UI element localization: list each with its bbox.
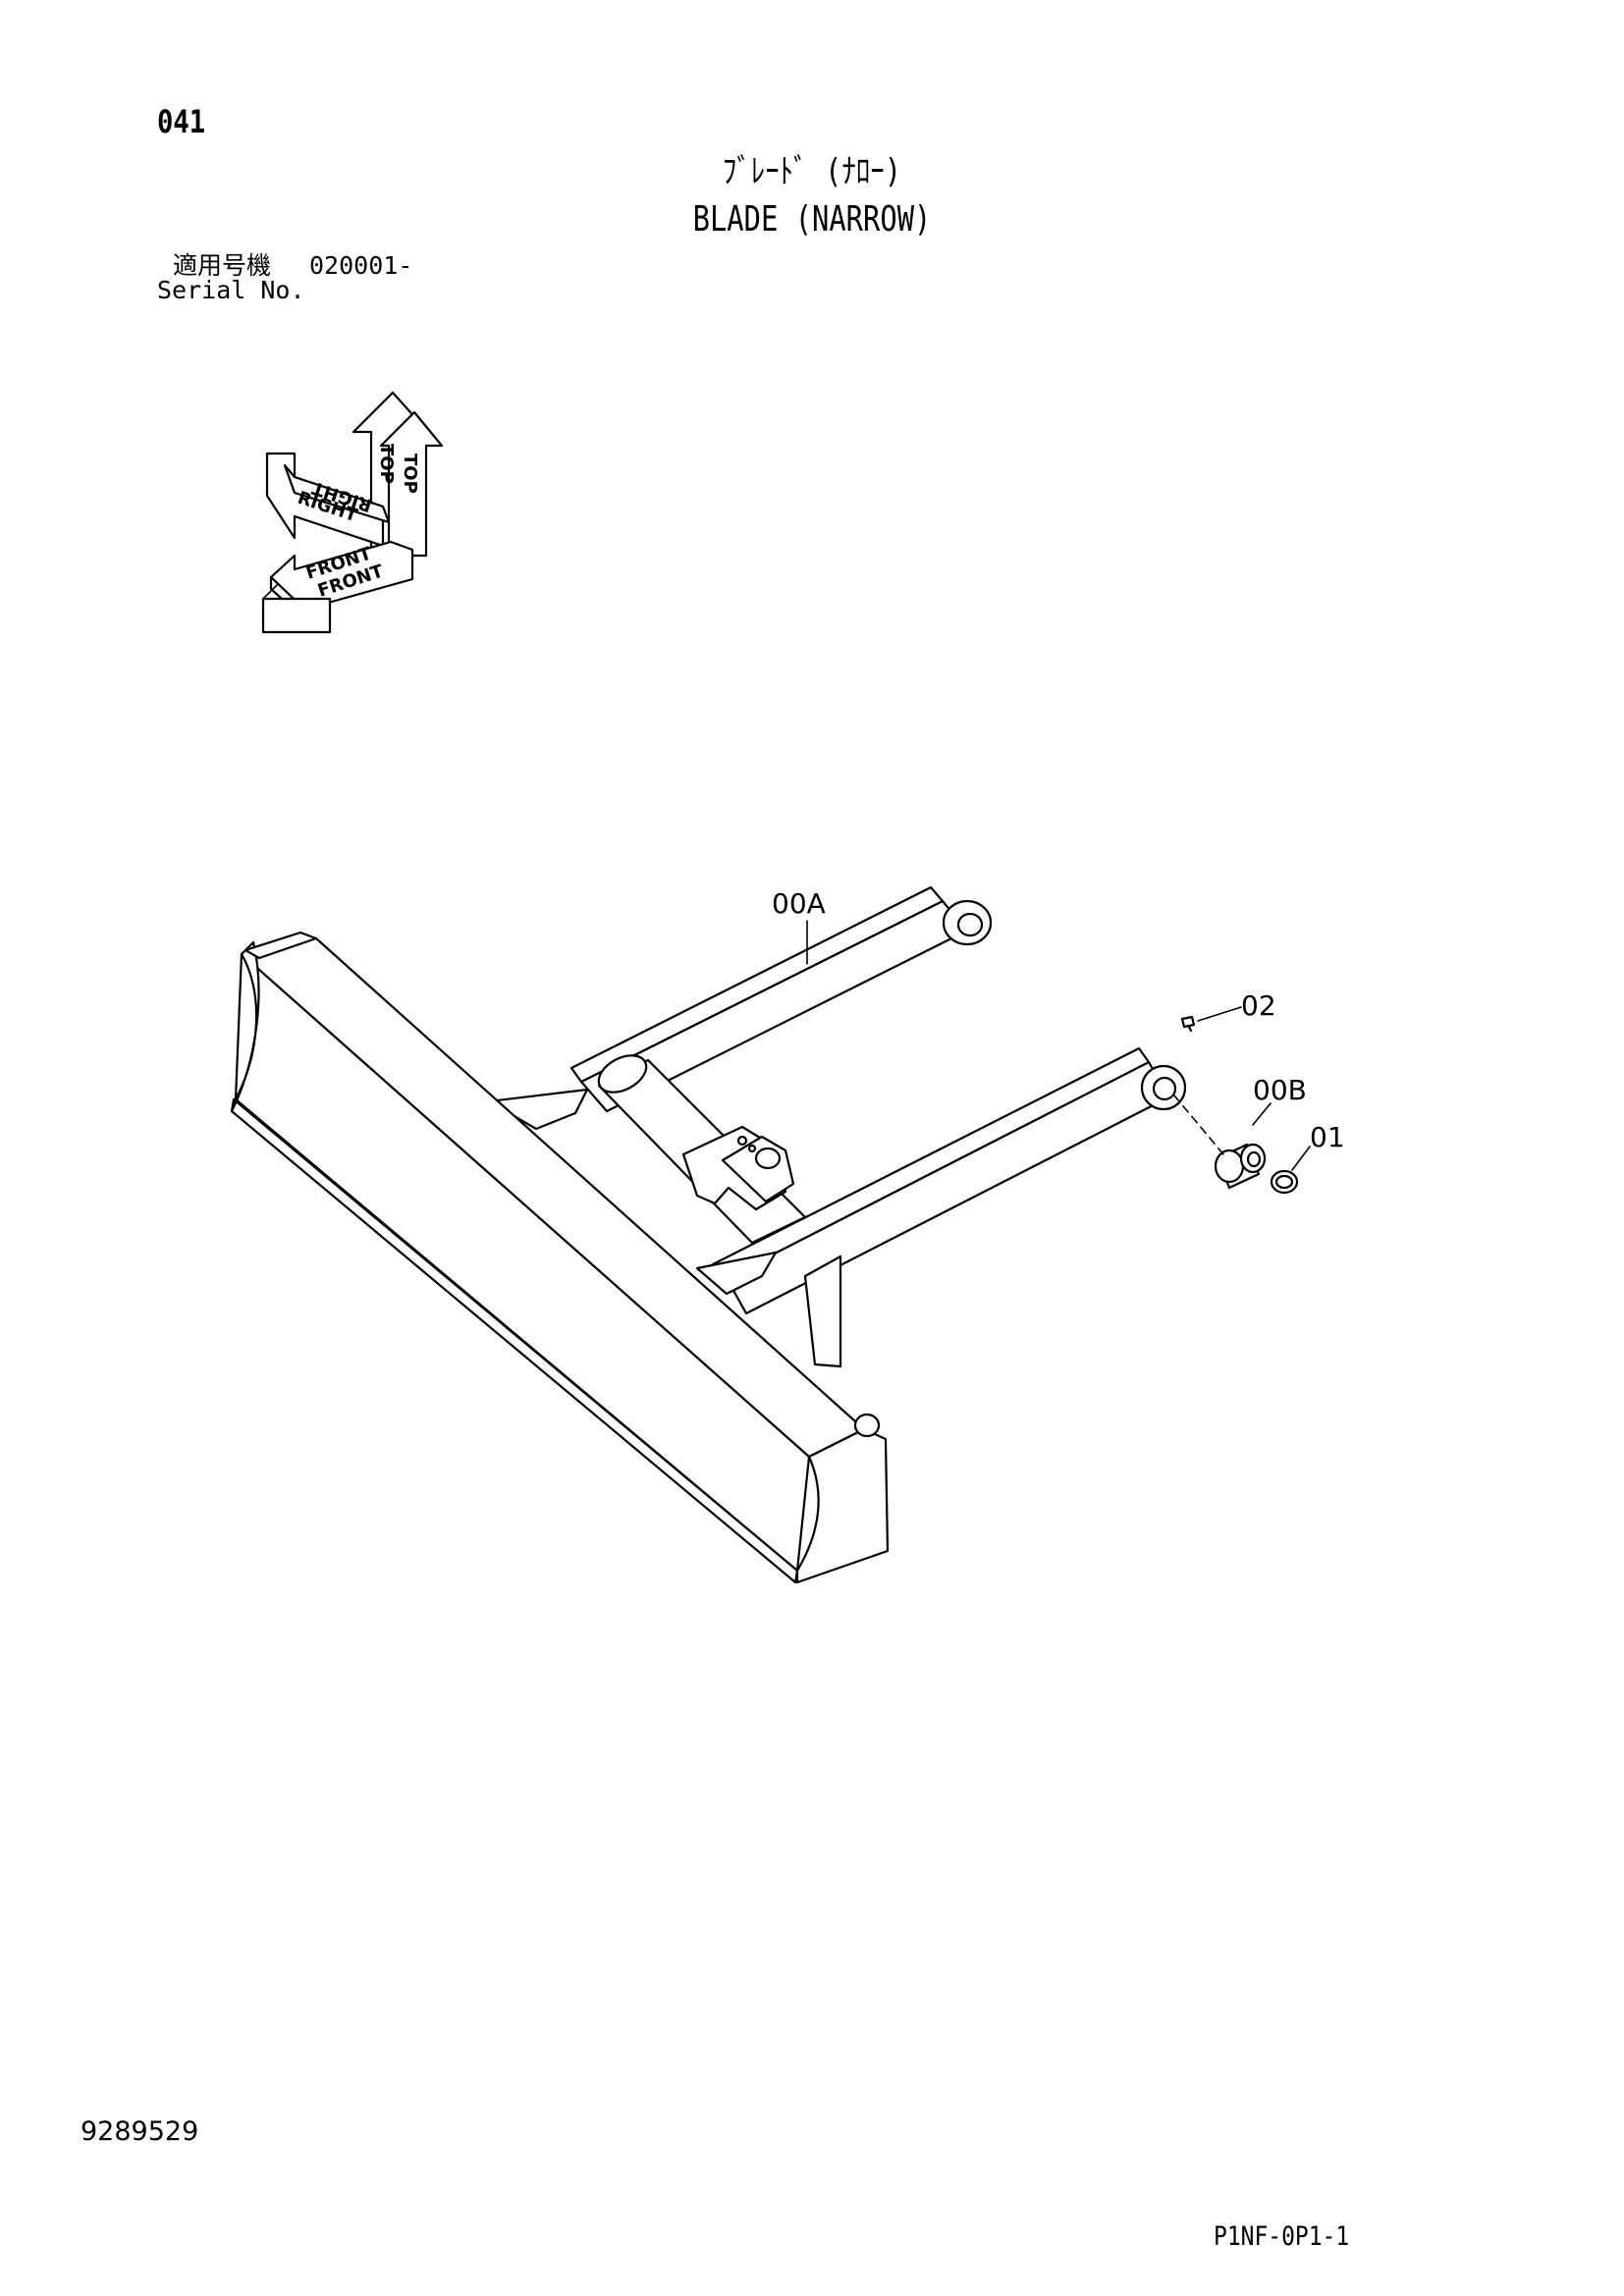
callout-00B: 00B [1253,1074,1307,1106]
blade-left-top-cap [244,931,318,960]
leader-01 [1291,1146,1311,1171]
near-gusset [695,1251,778,1296]
title-japanese: ﾌﾞﾚｰﾄﾞ (ﾅﾛｰ) [722,152,902,191]
leader-02 [1197,1006,1242,1022]
callout-01: 01 [1310,1121,1345,1153]
callout-00A: 00A [772,887,826,920]
drawing-number: 9289529 [81,2116,199,2147]
blade-left-end [230,940,260,1113]
title-english: BLADE (NARROW) [692,199,932,240]
leader-00B [1252,1102,1272,1126]
blade-right-end-plate [795,1427,890,1584]
near-support-plate [803,1255,842,1368]
orientation-icon: TOP TOP RIGHT RIGHT FRONT FRONT [261,391,444,634]
small-parts [1173,1015,1299,1195]
callouts: 00A 02 00B 01 [772,887,1345,1171]
far-arm-hole [956,912,984,937]
assembly-line [1173,1095,1224,1155]
callout-02: 02 [1241,989,1276,1022]
blade-right-end-hole [853,1413,881,1438]
page-number: 041 [157,103,206,140]
label-top: TOP [400,454,420,494]
serial-label-japanese: 適用号機 [173,251,272,280]
near-arm-hole [1152,1076,1177,1101]
front-base-box [261,597,332,634]
serial-number-range: 020001- [309,251,413,280]
far-arm-top [569,885,945,1084]
far-gusset [487,1088,589,1131]
bracket-hole [754,1147,782,1170]
cross-tube-end [597,1054,648,1094]
serial-label-english: Serial No. [157,276,305,304]
page-code: P1NF-0P1-1 [1214,2221,1350,2252]
near-arm-side [725,1060,1170,1315]
right-arrow-fold [283,463,391,524]
blade-assembly [230,885,1187,1584]
top-arrow-front [379,410,444,558]
label-top-mirror: TOP [376,444,397,484]
